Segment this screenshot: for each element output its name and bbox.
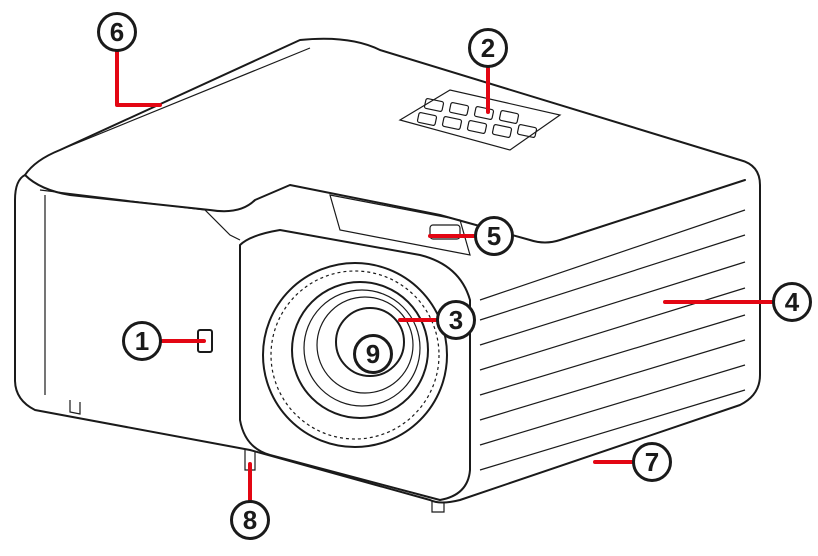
callout-3-badge: 3 (436, 300, 476, 340)
callout-9-badge: 9 (353, 334, 393, 374)
callout-6-badge: 6 (97, 12, 137, 52)
callout-1-badge: 1 (122, 321, 162, 361)
callout-4-badge: 4 (772, 282, 812, 322)
callout-7-badge: 7 (632, 442, 672, 482)
callout-2-badge: 2 (468, 28, 508, 68)
leader-6 (115, 48, 162, 107)
callout-8-badge: 8 (230, 500, 270, 540)
side-vents (479, 209, 746, 471)
lens-assembly (262, 262, 448, 448)
leader-lines (115, 48, 774, 502)
callout-5-badge: 5 (474, 216, 514, 256)
control-keys (416, 98, 538, 138)
projector-body (14, 37, 761, 513)
